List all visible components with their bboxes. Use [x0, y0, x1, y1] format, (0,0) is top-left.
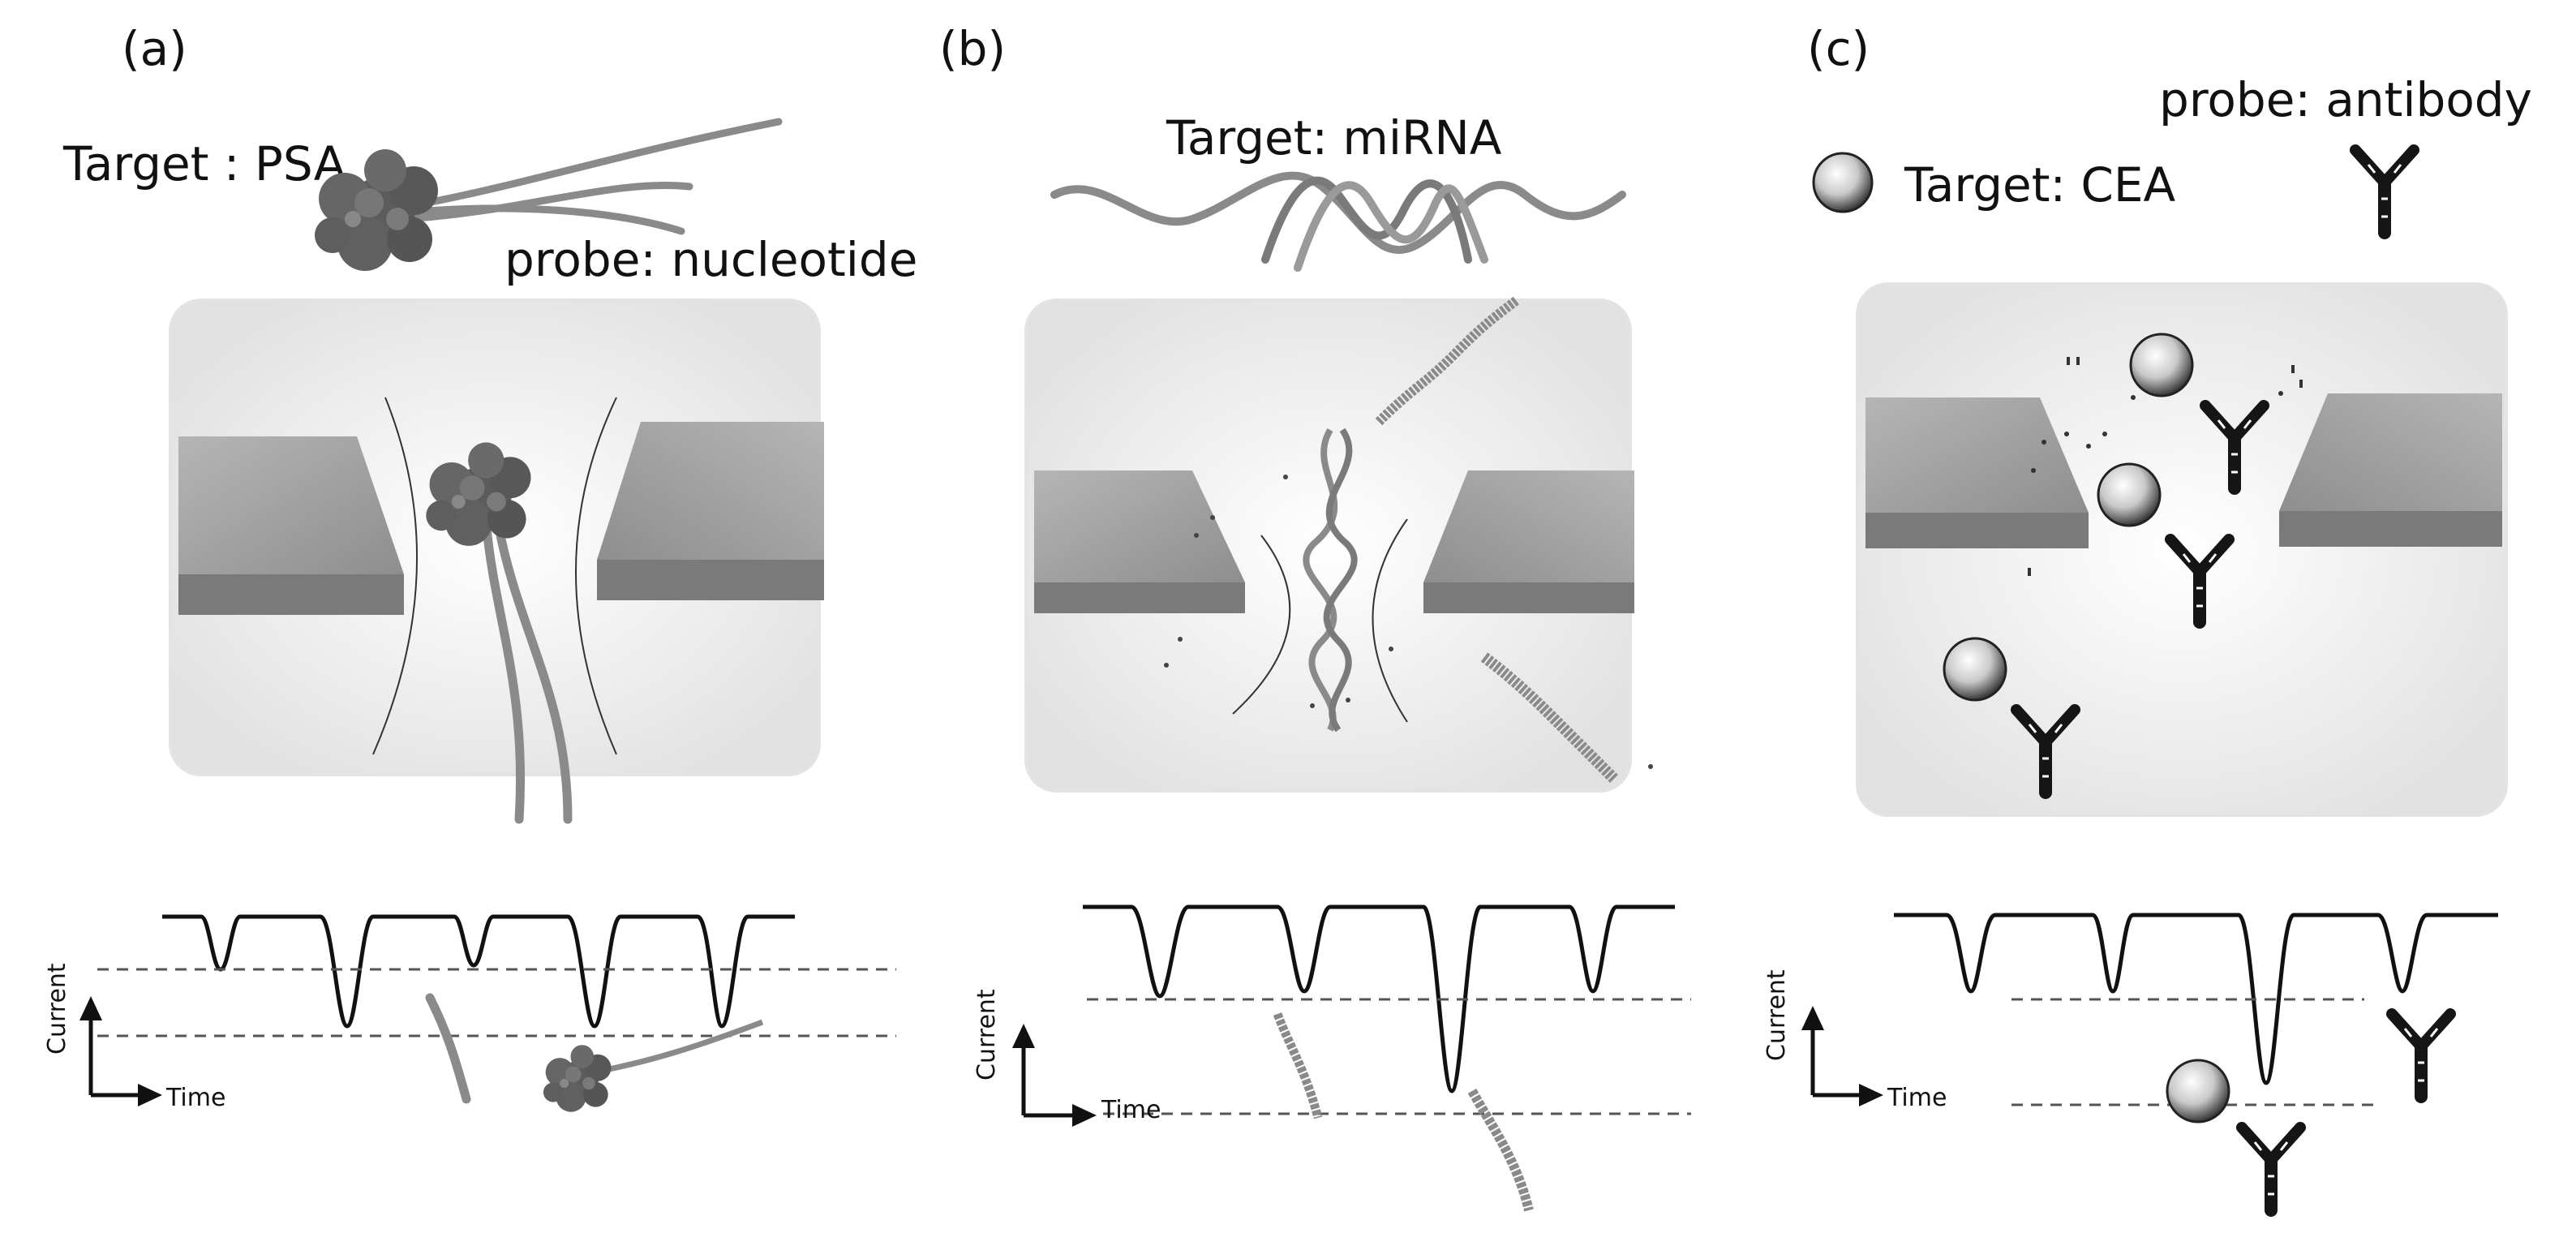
cea-antibody-complex-2 [2097, 462, 2229, 622]
mirna-helix-top [1050, 171, 1626, 272]
panel-c-probe-label: probe: antibody [2159, 72, 2532, 127]
panel-a-current-trace [97, 914, 896, 1112]
panel-c-current-trace [1894, 913, 2498, 1210]
panel-c-axes: Current Time [1762, 969, 1947, 1112]
panel-c: (c) probe: antibody Target: CEA [1762, 21, 2532, 1210]
panel-a-target-label: Target : PSA [62, 136, 346, 191]
panel-a-axes: Current Time [43, 963, 225, 1112]
panel-c-label: (c) [1807, 21, 1870, 76]
mirna-strand-free-2 [1480, 652, 1618, 783]
cea-antibody-complex-1 [2129, 333, 2264, 488]
panel-c-membrane [1865, 393, 2502, 548]
panel-a-probe-label: probe: nucleotide [504, 232, 917, 287]
panel-c-x-axis-label: Time [1887, 1084, 1947, 1112]
panel-b-label: (b) [939, 21, 1006, 76]
cea-antibody-complex-3 [1943, 637, 2075, 793]
panel-b-current-trace [1083, 904, 1691, 1212]
panel-b-target-label: Target: miRNA [1166, 110, 1502, 165]
panel-a-y-axis-label: Current [43, 963, 71, 1055]
ion-dots-c [2028, 357, 2303, 576]
panel-b-membrane [1034, 470, 1634, 613]
panel-c-target-label: Target: CEA [1904, 157, 2176, 213]
panel-c-y-axis-label: Current [1762, 969, 1791, 1061]
psa-in-pore [426, 442, 573, 824]
panel-b-x-axis-label: Time [1101, 1096, 1161, 1124]
psa-protein-top [315, 118, 783, 271]
panel-b: (b) Target: miRNA [939, 21, 1691, 1212]
cea-legend-icon [1812, 152, 1874, 213]
panel-b-axes: Current Time [972, 989, 1161, 1127]
panel-a-label: (a) [122, 21, 187, 76]
panel-b-y-axis-label: Current [972, 989, 1001, 1080]
panel-a: (a) Target : PSA probe: nucleotide [43, 21, 917, 1112]
ion-dots-b [1164, 475, 1653, 769]
mirna-strand-free-1 [1375, 296, 1520, 426]
panel-a-membrane [178, 422, 824, 615]
antibody-legend-icon [2355, 150, 2414, 233]
mirna-in-pore [1303, 427, 1358, 732]
panel-a-x-axis-label: Time [165, 1084, 225, 1112]
